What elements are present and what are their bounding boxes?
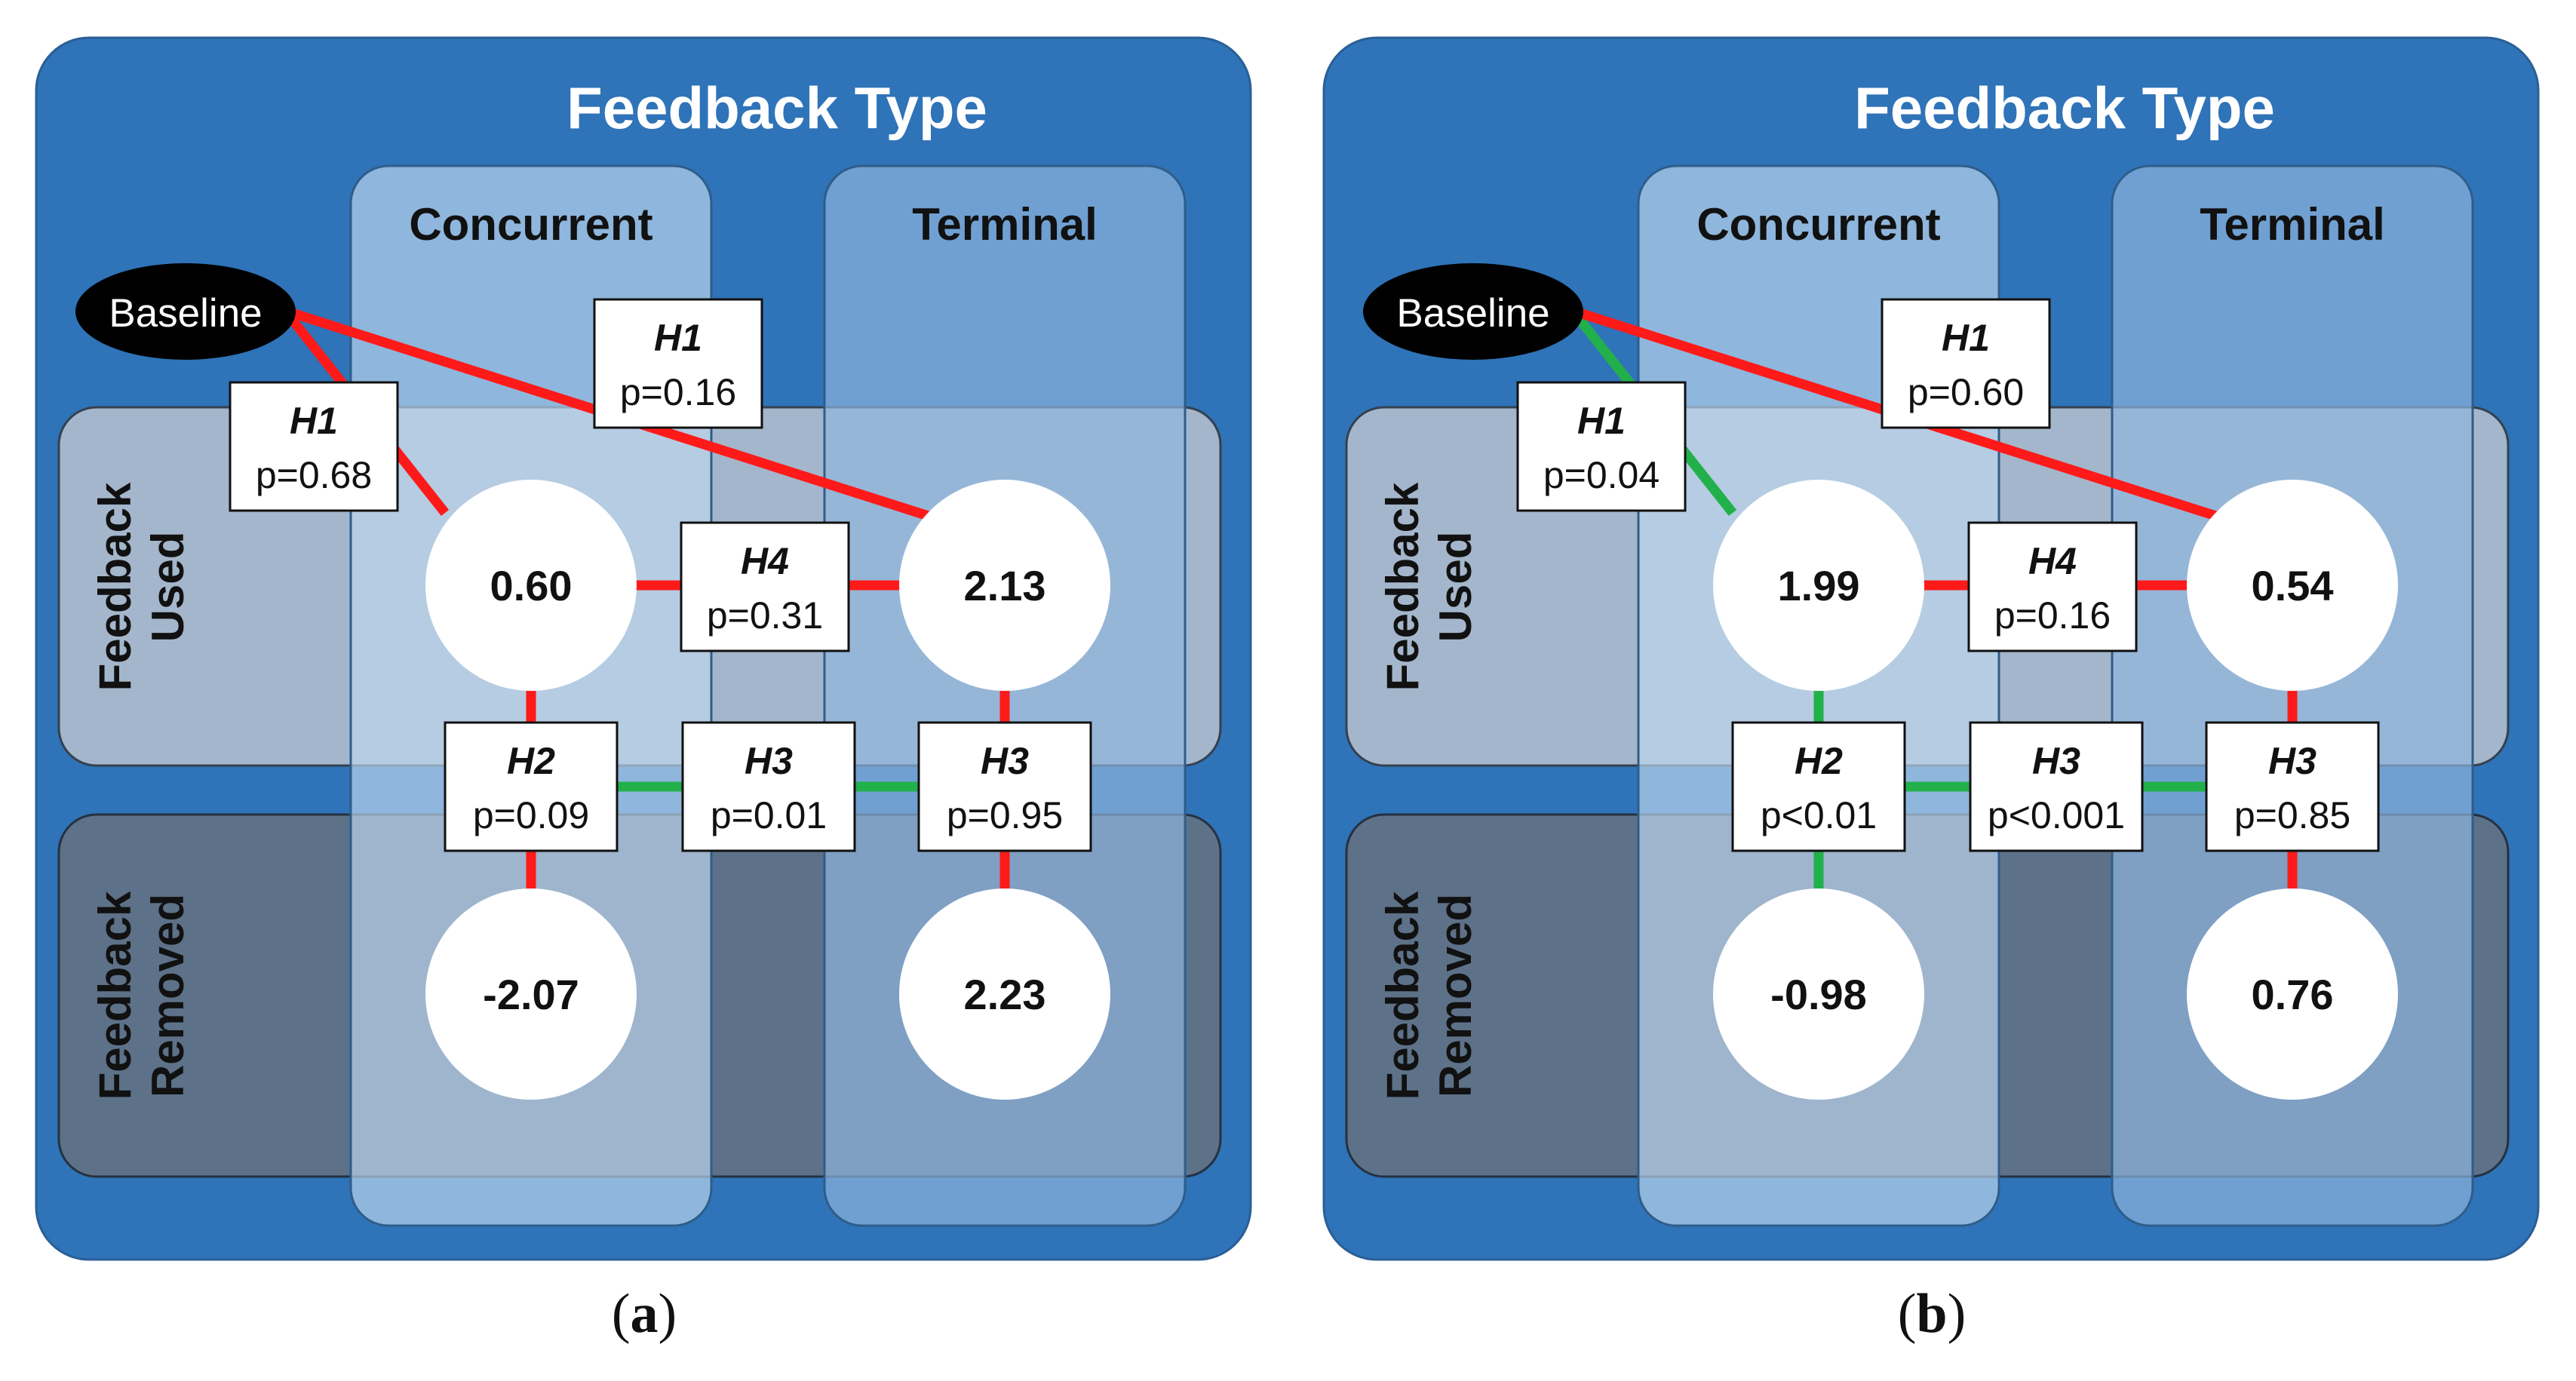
row-header-removed-line1: Feedback xyxy=(1377,891,1428,1100)
test-box-h3-between-columns-p-value: p=0.01 xyxy=(711,794,827,836)
row-header-removed-line2: Removed xyxy=(143,894,193,1097)
test-box-h1-terminal xyxy=(593,298,763,429)
baseline-node xyxy=(75,263,296,360)
test-box-h1-concurrent-p-value: p=0.04 xyxy=(1543,454,1660,496)
node-concurrent-used-value: 0.60 xyxy=(490,562,573,609)
row-header-removed-line1: Feedback xyxy=(90,891,140,1100)
column-header-terminal: Terminal xyxy=(912,199,1098,250)
test-box-h2-hypothesis: H2 xyxy=(507,740,555,782)
row-header-used-line1: Feedback xyxy=(90,482,140,691)
row-header-used-line2: Used xyxy=(143,532,193,643)
caption-a: (a) xyxy=(611,1283,677,1345)
test-box-h3-between-columns xyxy=(1969,721,2144,852)
test-box-h4-p-value: p=0.16 xyxy=(1994,594,2111,637)
test-box-h2-p-value: p<0.01 xyxy=(1761,794,1877,836)
test-box-h3-terminal xyxy=(917,721,1092,852)
row-header-used-line1: Feedback xyxy=(1377,482,1428,691)
row-header-used-line2: Used xyxy=(1430,532,1481,643)
test-box-h1-terminal-p-value: p=0.16 xyxy=(620,371,736,413)
test-box-h4 xyxy=(1967,521,2138,652)
test-box-h2 xyxy=(444,721,619,852)
test-box-h4-hypothesis: H4 xyxy=(741,540,789,582)
column-header-terminal: Terminal xyxy=(2200,199,2385,250)
test-box-h3-terminal-hypothesis: H3 xyxy=(2268,740,2317,782)
test-box-h3-between-columns-hypothesis: H3 xyxy=(745,740,793,782)
node-terminal-used-circle xyxy=(2187,480,2398,691)
node-concurrent-used-value: 1.99 xyxy=(1778,562,1860,609)
node-concurrent-used-circle xyxy=(1713,480,1924,691)
test-box-h3-between-columns-hypothesis: H3 xyxy=(2032,740,2080,782)
test-box-h4-p-value: p=0.31 xyxy=(707,594,823,637)
node-terminal-used-value: 2.13 xyxy=(964,562,1046,609)
test-box-h1-concurrent xyxy=(229,381,399,512)
test-box-h1-concurrent-hypothesis: H1 xyxy=(1577,400,1626,442)
test-box-h1-concurrent xyxy=(1516,381,1687,512)
test-box-h1-terminal-p-value: p=0.60 xyxy=(1908,371,2024,413)
test-box-h4-hypothesis: H4 xyxy=(2028,540,2077,582)
node-terminal-removed-value: 2.23 xyxy=(964,971,1046,1018)
test-box-h1-concurrent-p-value: p=0.68 xyxy=(256,454,372,496)
node-terminal-removed-circle xyxy=(2187,888,2398,1100)
test-box-h2-hypothesis: H2 xyxy=(1795,740,1843,782)
test-box-h1-terminal xyxy=(1881,298,2051,429)
caption-b: (b) xyxy=(1897,1283,1967,1345)
panel-title: Feedback Type xyxy=(1854,75,2275,141)
node-concurrent-removed-value: -0.98 xyxy=(1770,971,1867,1018)
baseline-label: Baseline xyxy=(109,291,262,336)
column-header-concurrent: Concurrent xyxy=(1696,199,1940,250)
test-box-h2 xyxy=(1731,721,1906,852)
baseline-label: Baseline xyxy=(1396,291,1549,336)
panel-title: Feedback Type xyxy=(566,75,987,141)
node-terminal-removed-circle xyxy=(899,888,1110,1100)
row-header-removed-line2: Removed xyxy=(1430,894,1481,1097)
test-box-h3-between-columns xyxy=(681,721,856,852)
test-box-h3-terminal xyxy=(2205,721,2380,852)
test-box-h3-terminal-p-value: p=0.95 xyxy=(947,794,1063,836)
node-concurrent-used-circle xyxy=(425,480,637,691)
test-box-h4 xyxy=(680,521,850,652)
node-concurrent-removed-circle xyxy=(1713,888,1924,1100)
test-box-h2-p-value: p=0.09 xyxy=(473,794,589,836)
node-concurrent-removed-value: -2.07 xyxy=(483,971,579,1018)
node-terminal-removed-value: 0.76 xyxy=(2252,971,2334,1018)
node-terminal-used-value: 0.54 xyxy=(2252,562,2334,609)
test-box-h3-terminal-hypothesis: H3 xyxy=(981,740,1029,782)
test-box-h3-between-columns-p-value: p<0.001 xyxy=(1988,794,2125,836)
node-terminal-used-circle xyxy=(899,480,1110,691)
column-header-concurrent: Concurrent xyxy=(409,199,652,250)
test-box-h1-concurrent-hypothesis: H1 xyxy=(290,400,338,442)
test-box-h1-terminal-hypothesis: H1 xyxy=(1942,317,1990,359)
test-box-h3-terminal-p-value: p=0.85 xyxy=(2234,794,2350,836)
baseline-node xyxy=(1363,263,1583,360)
test-box-h1-terminal-hypothesis: H1 xyxy=(654,317,702,359)
node-concurrent-removed-circle xyxy=(425,888,637,1100)
